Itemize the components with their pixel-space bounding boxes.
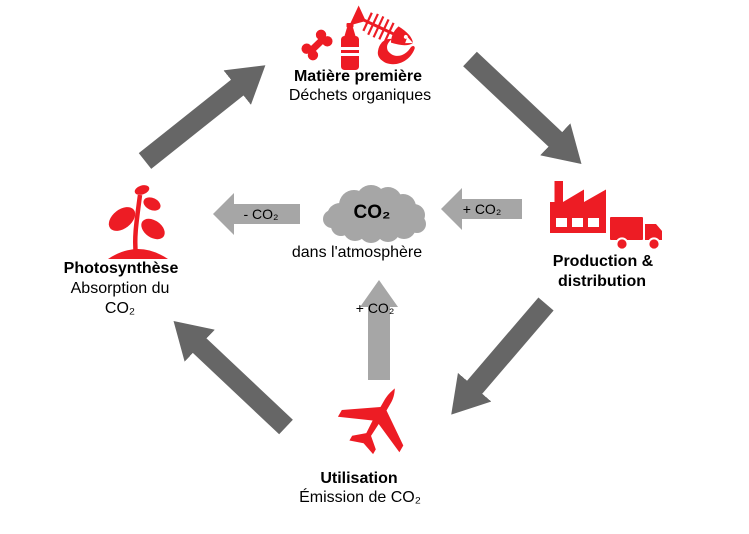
factory-icon — [550, 181, 606, 233]
photosynthese-subtitle-line1: Absorption du — [70, 280, 170, 297]
plus-co2-utilisation-label: + CO₂ — [355, 300, 395, 316]
arrow-matiere-to-production — [463, 51, 582, 164]
bone-icon — [301, 29, 333, 61]
fishbone-icon — [349, 5, 413, 46]
minus-co2-label: - CO₂ — [243, 206, 279, 222]
arrow-plus-co2-from-utilisation — [360, 280, 398, 380]
arrow-production-to-utilisation — [451, 297, 554, 415]
utilisation-subtitle: Émission de CO₂ — [299, 489, 421, 506]
utilisation-title: Utilisation — [320, 470, 398, 487]
truck-icon — [610, 217, 662, 251]
plant-icon — [108, 185, 168, 259]
arrow-minus-co2 — [213, 193, 300, 235]
matiere-premiere-subtitle: Déchets organiques — [288, 87, 432, 104]
plus-co2-production-label: + CO₂ — [462, 201, 502, 217]
arrow-plus-co2-from-production — [441, 188, 522, 230]
arrow-photosynthese-to-matiere — [138, 65, 266, 169]
cloud-icon — [323, 185, 426, 243]
production-title-line2: distribution — [558, 273, 646, 290]
photosynthese-title: Photosynthèse — [63, 260, 179, 277]
photosynthese-subtitle-line2: CO₂ — [104, 300, 136, 317]
banana-peel-icon — [377, 38, 415, 65]
matiere-premiere-title: Matière première — [293, 68, 423, 85]
atmosphere-co2-label: CO₂ — [353, 202, 391, 223]
arrow-utilisation-to-photosynthese — [173, 320, 293, 435]
atmosphere-caption: dans l'atmosphère — [291, 244, 423, 261]
production-title-line1: Production & — [552, 253, 654, 270]
airplane-icon — [337, 388, 404, 455]
